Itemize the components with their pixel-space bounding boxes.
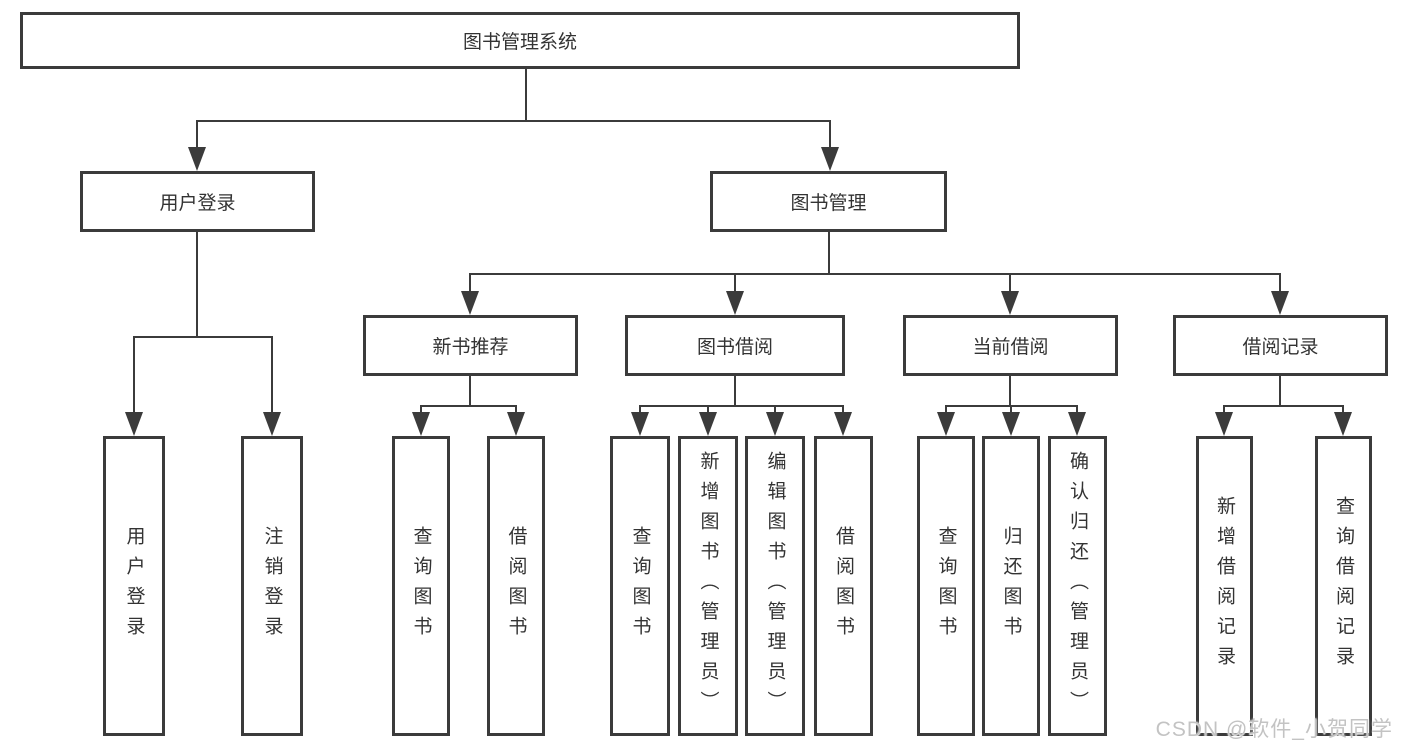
leaf-borrow-books-2: 借阅图书: [814, 436, 873, 736]
node-current-borrow-label: 当前借阅: [972, 337, 1049, 358]
connector-user-login-stem: [196, 232, 198, 338]
leaf-borrow-books-1: 借阅图书: [487, 436, 545, 736]
leaf-label: 归还图书: [1000, 526, 1022, 646]
connector-drop: [1342, 405, 1344, 414]
connector-drop: [734, 273, 736, 293]
connector-drop: [133, 336, 135, 414]
arrow-down-icon: [937, 412, 955, 436]
connector-drop: [945, 405, 947, 414]
node-book-management-label: 图书管理: [790, 193, 867, 214]
arrow-down-icon: [507, 412, 525, 436]
node-current-borrow: 当前借阅: [903, 315, 1118, 376]
connector-drop: [774, 405, 776, 414]
connector-drop: [639, 405, 641, 414]
connector-drop: [1010, 405, 1012, 414]
leaf-label: 借阅图书: [505, 526, 527, 646]
arrow-down-icon: [1215, 412, 1233, 436]
node-root-label: 图书管理系统: [462, 32, 577, 53]
leaf-label: 查询借阅记录: [1333, 496, 1354, 676]
leaf-label: 查询图书: [629, 526, 651, 646]
node-user-login-label: 用户登录: [159, 193, 236, 214]
connector-drop: [707, 405, 709, 414]
arrow-down-icon: [1271, 291, 1289, 315]
connector-level3-rail: [469, 273, 1281, 275]
connector-level2-rail: [196, 120, 831, 122]
arrow-down-icon: [461, 291, 479, 315]
connector-drop: [420, 405, 422, 414]
connector-rail: [639, 405, 844, 407]
arrow-down-icon: [766, 412, 784, 436]
arrow-down-icon: [1068, 412, 1086, 436]
leaf-label: 新增借阅记录: [1214, 496, 1235, 676]
node-book-borrow: 图书借阅: [625, 315, 845, 376]
connector-stem: [734, 376, 736, 407]
leaf-label: 注销登录: [261, 526, 283, 646]
arrow-down-icon: [631, 412, 649, 436]
leaf-label: 查询图书: [935, 526, 957, 646]
arrow-down-icon: [412, 412, 430, 436]
node-new-book-recommend-label: 新书推荐: [432, 337, 509, 358]
connector-rail: [1223, 405, 1344, 407]
csdn-watermark: CSDN @软件_小贺同学: [1155, 718, 1393, 741]
leaf-return-books: 归还图书: [982, 436, 1040, 736]
arrow-down-icon: [821, 147, 839, 171]
arrow-down-icon: [726, 291, 744, 315]
leaf-confirm-return-admin: 确认归还（管理员）: [1048, 436, 1107, 736]
leaf-label: 用户登录: [123, 526, 145, 646]
leaf-add-borrow-record: 新增借阅记录: [1196, 436, 1253, 736]
arrow-down-icon: [1001, 291, 1019, 315]
leaf-label: 编辑图书（管理员）: [764, 451, 786, 721]
connector-drop: [829, 120, 831, 148]
leaf-query-books-3: 查询图书: [917, 436, 975, 736]
connector-drop: [196, 120, 198, 148]
connector-drop: [1279, 273, 1281, 293]
leaf-label: 借阅图书: [833, 526, 854, 646]
node-root: 图书管理系统: [20, 12, 1020, 69]
connector-stem: [1009, 376, 1011, 407]
leaf-label: 查询图书: [410, 526, 432, 646]
connector-stem: [1279, 376, 1281, 407]
leaf-query-books-1: 查询图书: [392, 436, 450, 736]
arrow-down-icon: [834, 412, 852, 436]
leaf-query-borrow-record: 查询借阅记录: [1315, 436, 1372, 736]
node-new-book-recommend: 新书推荐: [363, 315, 578, 376]
connector-drop: [271, 336, 273, 414]
connector-book-mgmt-stem: [828, 232, 830, 275]
connector-drop: [842, 405, 844, 414]
node-borrow-records: 借阅记录: [1173, 315, 1388, 376]
leaf-label: 确认归还（管理员）: [1067, 451, 1088, 721]
leaf-label: 新增图书（管理员）: [697, 451, 719, 721]
arrow-down-icon: [125, 412, 143, 436]
arrow-down-icon: [1334, 412, 1352, 436]
node-book-management: 图书管理: [710, 171, 947, 232]
leaf-query-books-2: 查询图书: [610, 436, 670, 736]
node-book-borrow-label: 图书借阅: [696, 337, 773, 358]
connector-drop: [1009, 273, 1011, 293]
arrow-down-icon: [699, 412, 717, 436]
connector-rail: [420, 405, 517, 407]
leaf-user-login: 用户登录: [103, 436, 165, 736]
node-borrow-records-label: 借阅记录: [1242, 337, 1319, 358]
connector-drop: [1076, 405, 1078, 414]
node-user-login: 用户登录: [80, 171, 315, 232]
arrow-down-icon: [188, 147, 206, 171]
connector-user-login-rail: [133, 336, 273, 338]
connector-drop: [469, 273, 471, 293]
connector-stem: [469, 376, 471, 407]
connector-drop: [1223, 405, 1225, 414]
connector-drop: [515, 405, 517, 414]
connector-root-stem: [525, 69, 527, 122]
arrow-down-icon: [1002, 412, 1020, 436]
leaf-logout: 注销登录: [241, 436, 303, 736]
leaf-add-books-admin: 新增图书（管理员）: [678, 436, 738, 736]
leaf-edit-books-admin: 编辑图书（管理员）: [745, 436, 805, 736]
arrow-down-icon: [263, 412, 281, 436]
